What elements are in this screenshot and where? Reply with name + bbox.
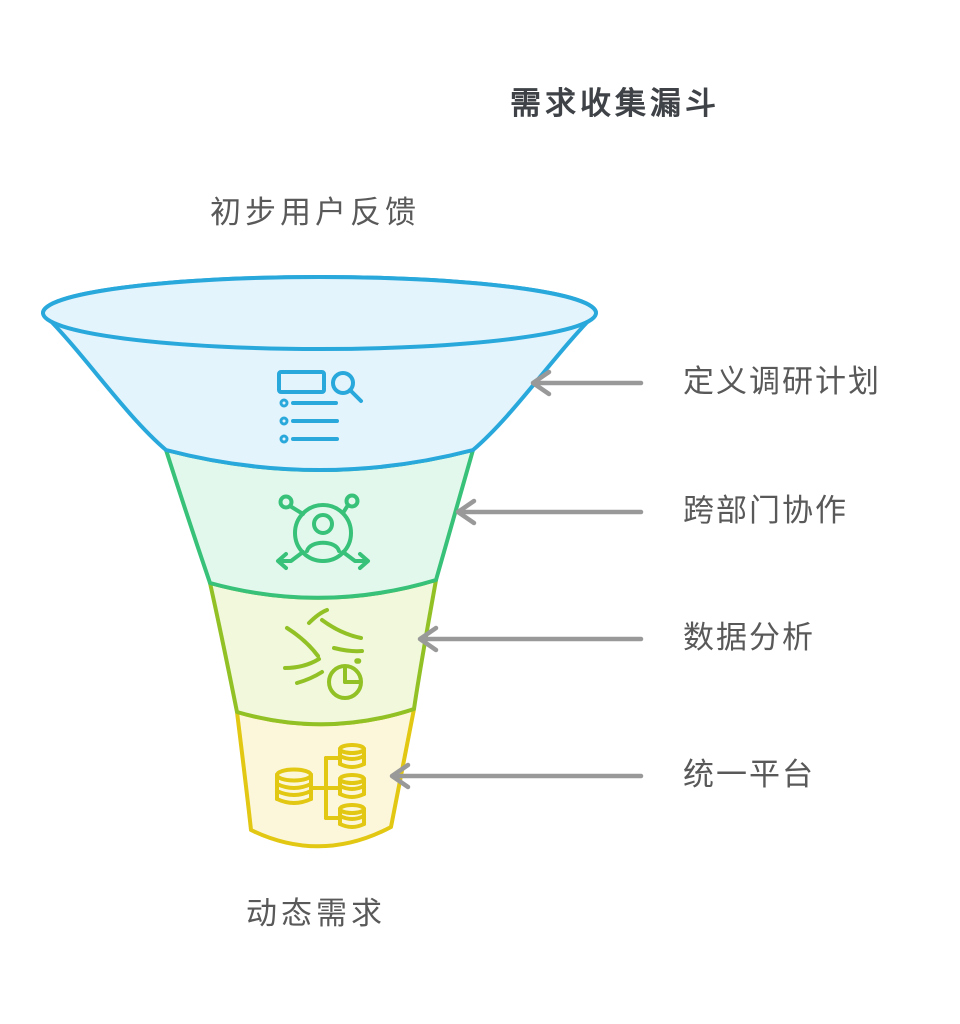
flow-curve (283, 657, 321, 670)
arrow-head-1 (530, 369, 552, 397)
share-arrow-right (341, 550, 369, 563)
funnel-top-rim (41, 275, 598, 351)
db-node-bottom (338, 822, 366, 829)
person-shoulders (305, 540, 341, 553)
funnel-stage-2-shape (164, 448, 475, 600)
stage-label-survey-plan: 定义调研计划 (683, 364, 881, 399)
arrow-head-2 (455, 498, 477, 526)
flow-curve (307, 608, 329, 625)
arrow-head-4 (389, 762, 411, 790)
funnel-stage-1-shape (41, 275, 598, 472)
share-arrowhead-right (358, 552, 370, 570)
db-main-rib (275, 789, 313, 797)
stage-label-collaboration: 跨部门协作 (683, 493, 848, 528)
funnel-stage-3-shape (208, 578, 438, 727)
share-arrow-left (277, 550, 305, 563)
network-node-left (278, 494, 294, 510)
flow-curve (332, 646, 364, 654)
survey-plan-icon (277, 370, 363, 444)
annotation-arrows (389, 369, 644, 790)
page-title: 需求收集漏斗 (510, 86, 720, 121)
list-bullet (279, 434, 289, 444)
person-circle (293, 503, 353, 563)
survey-box (277, 370, 326, 394)
network-link-left (288, 504, 305, 516)
network-node-right (344, 493, 360, 509)
funnel-bottom-label: 动态需求 (246, 896, 386, 931)
db-node-rib (338, 754, 366, 761)
network-link-right (341, 503, 350, 515)
magnifier-handle (348, 388, 363, 403)
list-bullet (279, 398, 289, 408)
magnifier-lens (331, 371, 355, 395)
flow-curve (295, 670, 324, 685)
stage-3-body (208, 578, 438, 727)
stage-2-body (164, 448, 475, 600)
arrow-head-3 (417, 625, 439, 653)
flow-curve (285, 626, 320, 658)
db-main-rib (275, 782, 313, 790)
stage-label-unified-platform: 统一平台 (683, 757, 815, 792)
db-node-bottom (338, 792, 366, 799)
person-head (312, 513, 334, 535)
collaboration-icon (276, 493, 370, 570)
data-analysis-icon (283, 608, 364, 700)
stage-label-data-analysis: 数据分析 (683, 620, 815, 655)
db-node-rib (338, 784, 366, 791)
database-platform-icon (275, 743, 366, 829)
db-node-bottom (338, 762, 366, 769)
db-node-rib (338, 814, 366, 821)
funnel-top-label: 初步用户反馈 (210, 195, 420, 230)
share-arrowhead-left (276, 552, 288, 570)
db-main-bottom (275, 797, 313, 805)
list-bullet (279, 416, 289, 426)
flow-curve (320, 618, 363, 640)
